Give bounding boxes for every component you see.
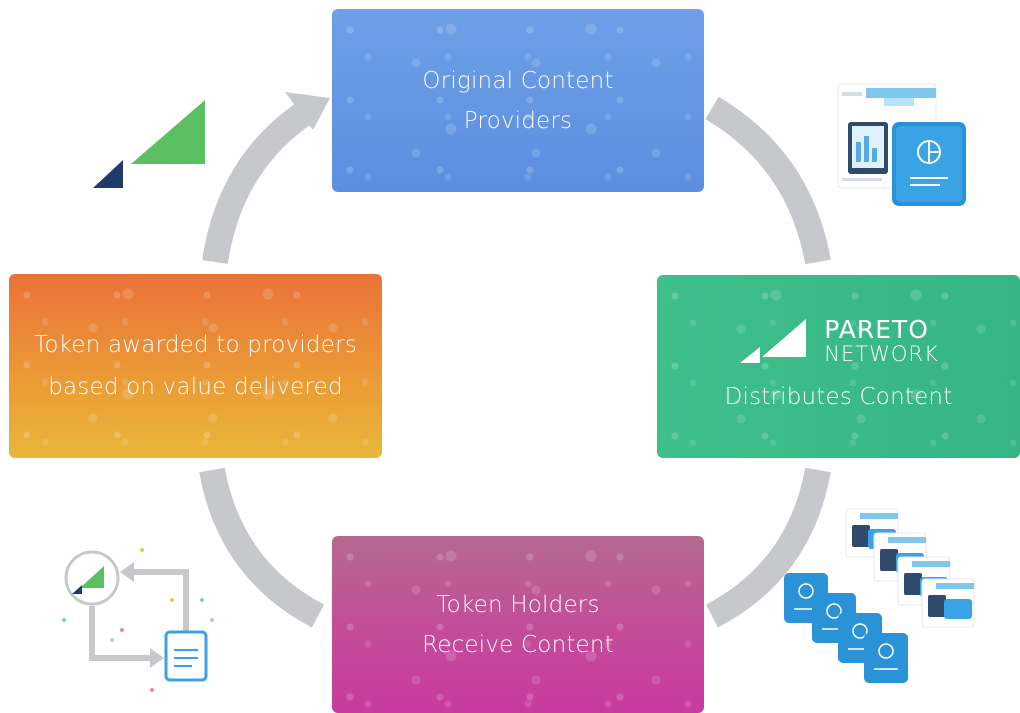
token-holders-box: Token Holders Receive Content [332,536,704,713]
original-content-providers-box: Original Content Providers [332,9,704,192]
arc-top-to-right [705,96,831,265]
document-stack-icon [784,508,975,683]
pareto-logo-icon [93,100,205,188]
arc-right-to-bottom [705,467,831,628]
box-top-line1: Original Content [422,67,614,94]
token-exchange-icon [62,548,214,692]
pareto-network-box: PARETO NETWORK Distributes Content [657,275,1020,458]
arrow-head-top [285,92,330,130]
box-left-line2: based on value delivered [48,374,343,400]
box-left-line1: Token awarded to providers [34,332,357,358]
box-top-line2: Providers [463,107,573,134]
box-right-line: Distributes Content [724,383,953,410]
document-report-icon [837,83,966,206]
pareto-logo-icon [740,318,807,363]
brand-sub: NETWORK [824,341,939,366]
box-bottom-line2: Receive Content [422,631,614,658]
arc-bottom-to-left [199,467,325,628]
box-bottom-line1: Token Holders [436,591,600,618]
pareto-network-brand: PARETO NETWORK [738,317,938,365]
arc-left-to-top [202,97,320,265]
token-awarded-box: Token awarded to providers based on valu… [9,274,382,458]
brand-name: PARETO [824,314,929,344]
